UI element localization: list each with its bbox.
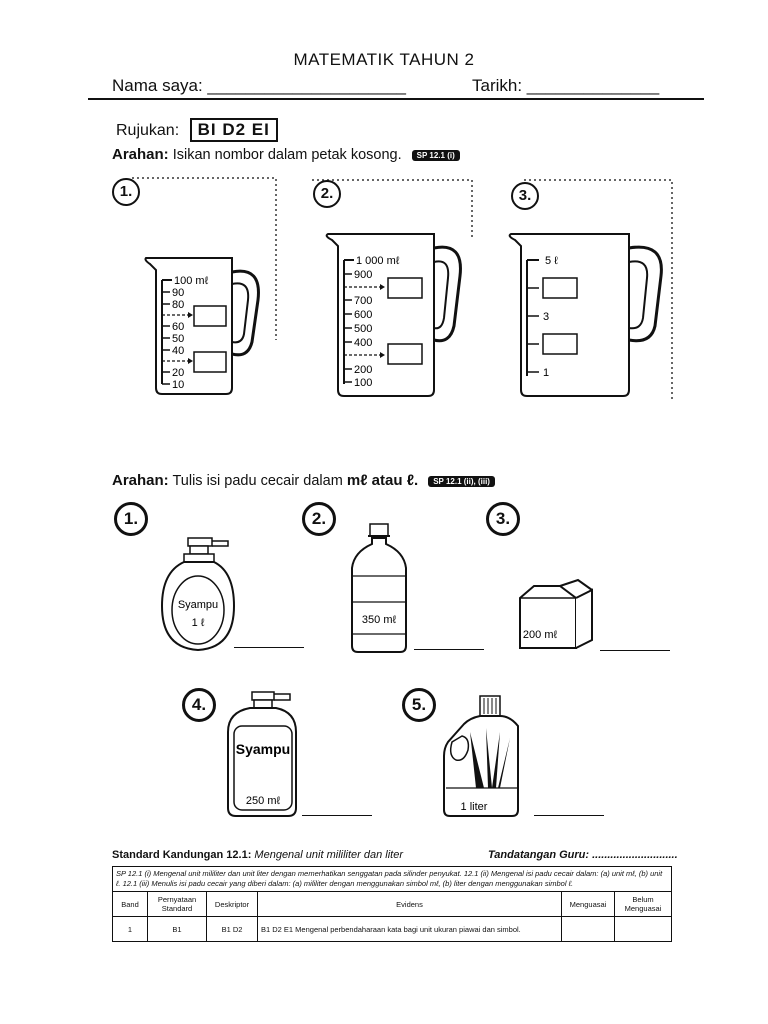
svg-text:500: 500 [354,323,372,335]
sp-badge-1: SP 12.1 (i) [411,149,460,161]
col-header: Evidens [257,891,562,917]
col-header: Pernyataan Standard [147,891,207,917]
tick-label: 50 [172,333,184,345]
answer-box-3b [542,333,578,355]
col-header: Band [112,891,148,917]
answer-box-3a [542,277,578,299]
svg-text:Syampu: Syampu [236,741,290,757]
section1-frames [132,177,673,400]
tick-label: 10 [172,379,184,391]
standard-bold: Standard Kandungan 12.1: [112,849,252,861]
col-header: Belum Menguasai [614,891,672,917]
sp-description: SP 12.1 (i) Mengenal unit mililiter dan … [112,866,672,892]
standard-text: Mengenal unit mililiter dan liter [254,849,403,861]
svg-text:700: 700 [354,295,372,307]
table-cell: 1 [112,916,148,942]
answer-line-2[interactable] [414,649,484,650]
tick-label: 90 [172,287,184,299]
instruction-1-text: Isikan nombor dalam petak kosong. [172,147,402,163]
teacher-signature[interactable]: Tandatangan Guru: ......................… [488,849,678,861]
item2-number-2: 2. [302,502,336,536]
table-cell: B1 D2 [206,916,258,942]
beaker-3: 5 ℓ 3 1 [508,233,663,397]
oil-bottle-2: 350 mℓ [351,523,407,653]
instruction-2: Arahan: Tulis isi padu cecair dalam mℓ a… [112,472,495,489]
svg-text:1 000 mℓ: 1 000 mℓ [356,255,400,267]
standard-table: SP 12.1 (i) Mengenal unit mililiter dan … [112,866,672,942]
item2-number-3: 3. [486,502,520,536]
reference-code: BI D2 EI [189,118,278,142]
detergent-bottle-5: 1 liter [443,695,519,817]
svg-text:1: 1 [543,367,549,379]
svg-text:1 ℓ: 1 ℓ [192,617,205,629]
tick-label: 60 [172,321,184,333]
frame-1 [132,177,277,340]
tick-label: 20 [172,367,184,379]
shampoo-bottle-1: Syampu 1 ℓ [160,537,236,652]
answer-line-5[interactable] [534,815,604,816]
svg-text:1 liter: 1 liter [461,801,488,813]
mastery-checkbox[interactable] [561,916,615,942]
reference-label: Rujukan: [116,122,180,139]
tick-label: 100 mℓ [174,275,209,287]
date-field[interactable]: Tarikh: ______________ [472,76,660,95]
svg-text:400: 400 [354,337,372,349]
answer-line-4[interactable] [302,815,372,816]
tick-label: 40 [172,345,184,357]
worksheet-title: MATEMATIK TAHUN 2 [293,50,475,69]
instruction-2-units: mℓ atau ℓ. [346,472,419,489]
item-number-3: 3. [511,182,539,210]
svg-text:100: 100 [354,377,372,389]
item2-number-1: 1. [114,502,148,536]
answer-box-2a [387,277,423,299]
answer-box-1b [193,351,227,373]
instruction-2-text: Tulis isi padu cecair dalam [172,473,343,489]
header-rule [88,98,704,100]
svg-text:250 mℓ: 250 mℓ [246,795,281,807]
milk-carton-3: 200 mℓ [519,578,593,649]
svg-text:3: 3 [543,311,549,323]
instruction-1: Arahan: Isikan nombor dalam petak kosong… [112,146,460,163]
shampoo-bottle-4: Syampu 250 mℓ [227,691,297,817]
answer-box-1a [193,305,227,327]
svg-text:200 mℓ: 200 mℓ [523,629,558,641]
not-mastered-checkbox[interactable] [614,916,672,942]
sp-badge-2: SP 12.1 (ii), (iii) [428,475,495,487]
guru-label: Tandatangan Guru: ......................… [488,849,678,861]
instruction-2-bold: Arahan: [112,472,169,489]
svg-text:900: 900 [354,269,372,281]
answer-line-1[interactable] [234,647,304,648]
col-header: Deskriptor [206,891,258,917]
table-cell: B1 D2 E1 Mengenal perbendaharaan kata ba… [257,916,562,942]
svg-text:200: 200 [354,364,372,376]
item2-number-5: 5. [402,688,436,722]
standard-kandungan: Standard Kandungan 12.1: Mengenal unit m… [112,849,403,861]
answer-box-2b [387,343,423,365]
reference: Rujukan: BI D2 EI [116,118,278,142]
svg-text:5 ℓ: 5 ℓ [545,255,558,267]
item2-number-4: 4. [182,688,216,722]
svg-text:Syampu: Syampu [178,599,218,611]
svg-text:600: 600 [354,309,372,321]
beaker-1: 100 mℓ 90 80 60 50 40 20 10 [144,257,260,395]
instruction-1-bold: Arahan: [112,146,169,163]
table-cell: B1 [147,916,207,942]
answer-line-3[interactable] [600,650,670,651]
beaker-2: 1 000 mℓ 900 700 600 500 400 200 100 [325,233,462,397]
item-number-2: 2. [313,180,341,208]
item-number-1: 1. [112,178,140,206]
frame-2 [312,179,473,240]
svg-text:350 mℓ: 350 mℓ [362,614,397,626]
tick-label: 80 [172,299,184,311]
col-header: Menguasai [561,891,615,917]
name-field[interactable]: Nama saya: _____________________ [112,76,406,95]
